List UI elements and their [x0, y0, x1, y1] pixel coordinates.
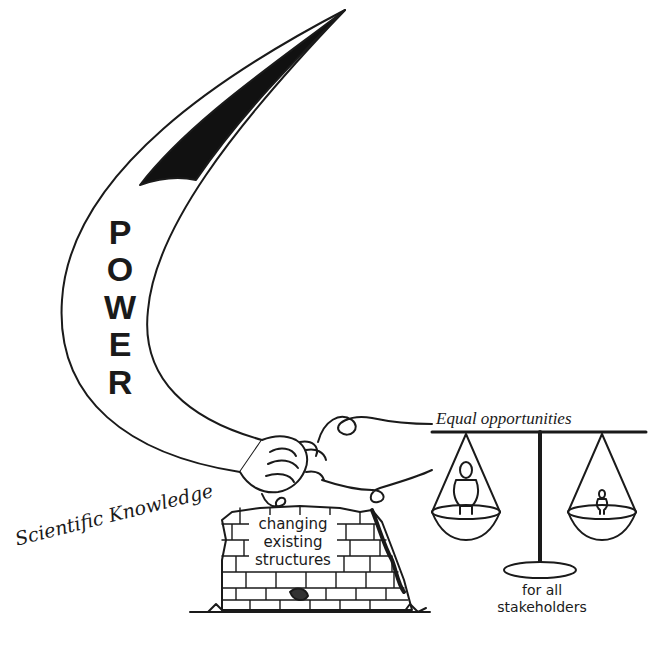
scale-base — [504, 562, 576, 578]
person-figure — [454, 462, 478, 514]
scale-pan-rim — [568, 505, 636, 519]
wall-crack — [372, 510, 404, 592]
wall-outline — [222, 506, 412, 610]
stacked-letters: POWER — [103, 214, 137, 401]
scale-pan-rim — [432, 505, 500, 519]
rubble — [190, 604, 430, 612]
beam-label: Equal opportunities — [434, 409, 574, 429]
wall-box: changing existing structures — [247, 513, 339, 571]
curl-line — [318, 417, 432, 442]
scale-string — [432, 434, 636, 512]
hand — [240, 436, 307, 492]
cuff — [306, 449, 326, 480]
arm-tip — [140, 10, 345, 185]
node-text: changing existing structures — [249, 515, 337, 569]
curl-line — [322, 470, 432, 502]
wall-bricks — [222, 506, 408, 610]
hand-fingers — [266, 442, 317, 482]
scale-pole — [538, 432, 542, 566]
knowledge-label: Scientific Knowledge — [11, 479, 217, 550]
power-arm: POWER — [98, 214, 142, 401]
arm-outline — [62, 10, 345, 472]
base-label: for all stakeholders — [490, 582, 594, 616]
wall-hole — [290, 589, 308, 601]
person-figure — [597, 490, 607, 514]
